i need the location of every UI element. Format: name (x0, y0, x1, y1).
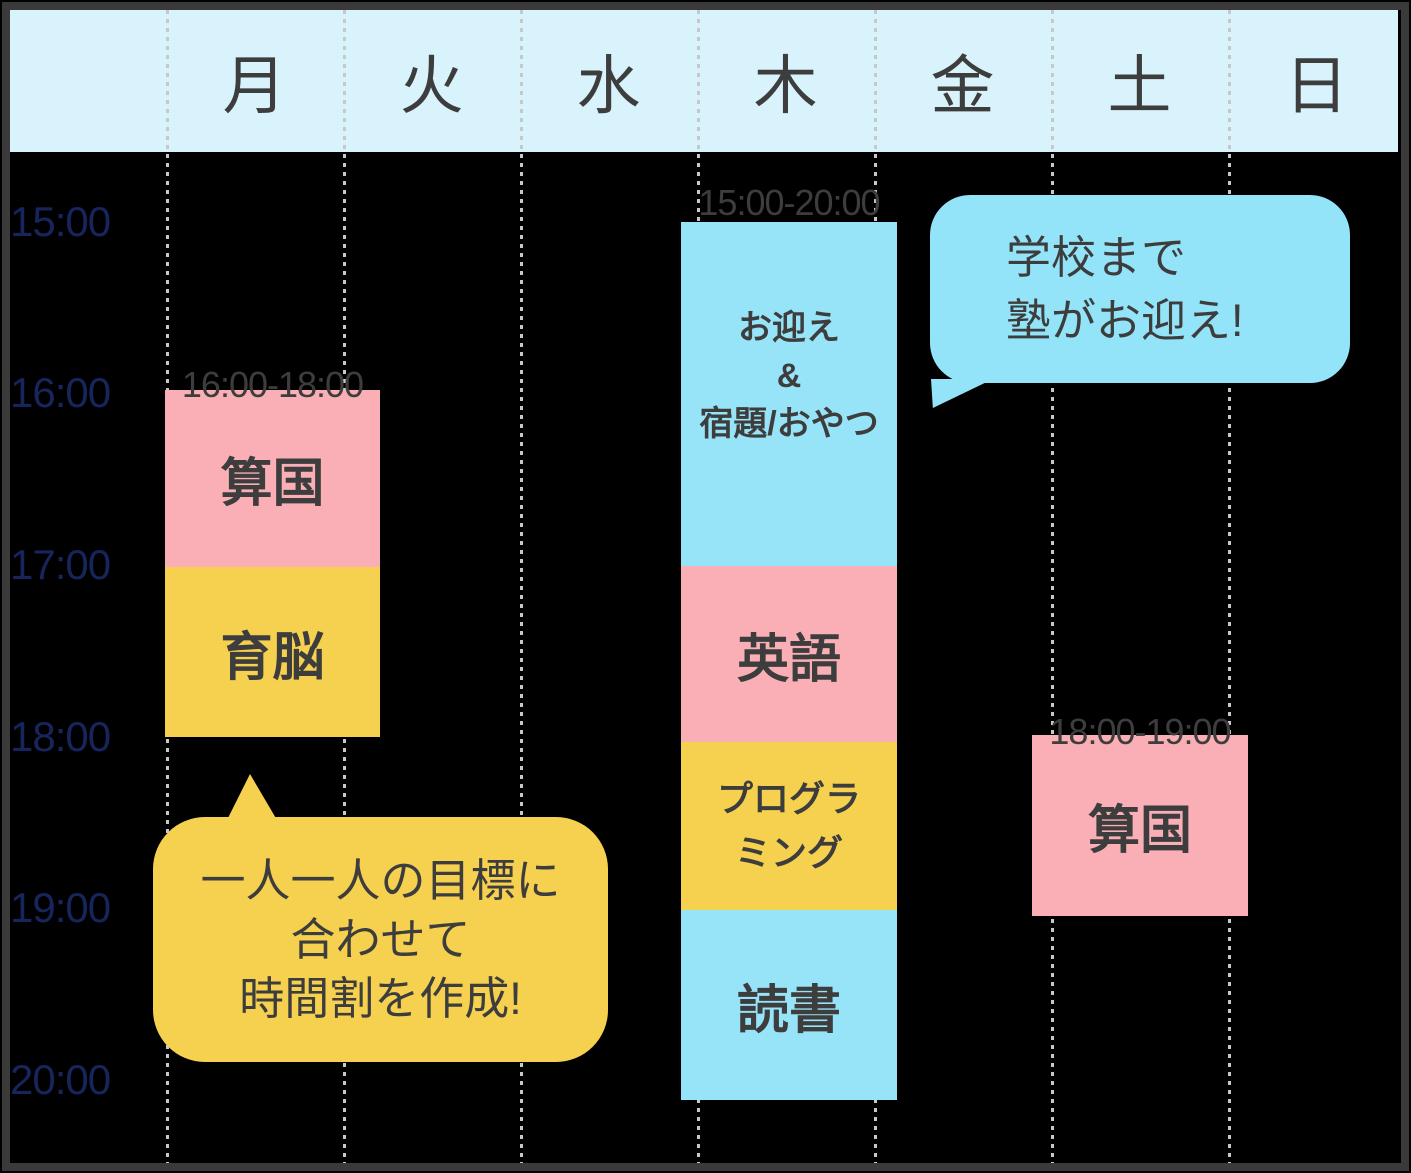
time-label-1500: 15:00 (10, 198, 111, 245)
day-header-mon: 月 (222, 50, 287, 122)
time-range-label-thu: 15:00-20:00 (698, 182, 880, 223)
event-thu-pickup-homework: お迎え & 宿題/おやつ (681, 222, 897, 566)
bubble-line: 学校まで (1006, 232, 1187, 283)
event-thu-english: 英語 (681, 566, 897, 742)
event-thu-programming: プログラ ミング (681, 742, 897, 910)
event-line: 宿題/おやつ (699, 405, 879, 443)
speech-bubble-goal: 一人一人の目標に 合わせて 時間割を作成! (153, 817, 608, 1062)
event-title: 算国 (1087, 802, 1192, 860)
time-range-label-sat: 18:00-19:00 (1049, 711, 1231, 752)
day-header-fri: 金 (930, 50, 995, 122)
time-label-1800: 18:00 (10, 713, 111, 760)
event-title: 読書 (736, 981, 841, 1040)
column-divider (1228, 10, 1231, 1165)
event-line: ミング (734, 832, 843, 873)
time-label-1900: 19:00 (10, 884, 111, 931)
time-range-label-mon: 16:00-18:00 (181, 364, 364, 405)
day-header-sun: 日 (1284, 50, 1349, 122)
event-title: 育脳 (220, 628, 325, 687)
event-title: 英語 (736, 630, 841, 689)
bubble-line: 合わせて (290, 914, 471, 965)
time-label-1600: 16:00 (10, 369, 111, 416)
day-header-wed: 水 (576, 50, 641, 122)
speech-bubble-tail (227, 774, 277, 820)
event-line: & (776, 357, 802, 395)
time-label-1700: 17:00 (10, 541, 111, 588)
bubble-line: 時間割を作成! (239, 973, 522, 1024)
speech-bubble-pickup: 学校まで 塾がお迎え! (930, 195, 1350, 383)
header-row (10, 10, 1398, 152)
bubble-line: 一人一人の目標に (200, 855, 561, 906)
event-mon-sankoku: 算国 (165, 390, 380, 567)
day-header-tue: 火 (399, 50, 464, 122)
event-line: プログラ (716, 778, 861, 819)
day-header-sat: 土 (1107, 50, 1172, 122)
speech-bubble-tail (931, 379, 993, 408)
event-line: お迎え (737, 309, 840, 347)
column-divider (1051, 10, 1054, 1165)
event-mon-ikuno: 育脳 (165, 567, 380, 737)
event-title: 算国 (220, 455, 325, 513)
column-divider (520, 10, 523, 1165)
event-thu-reading: 読書 (681, 910, 897, 1100)
bubble-line: 塾がお迎え! (1006, 295, 1244, 346)
event-sat-sankoku: 算国 (1032, 735, 1248, 916)
day-header-thu: 木 (753, 50, 818, 122)
time-label-2000: 20:00 (10, 1056, 111, 1103)
